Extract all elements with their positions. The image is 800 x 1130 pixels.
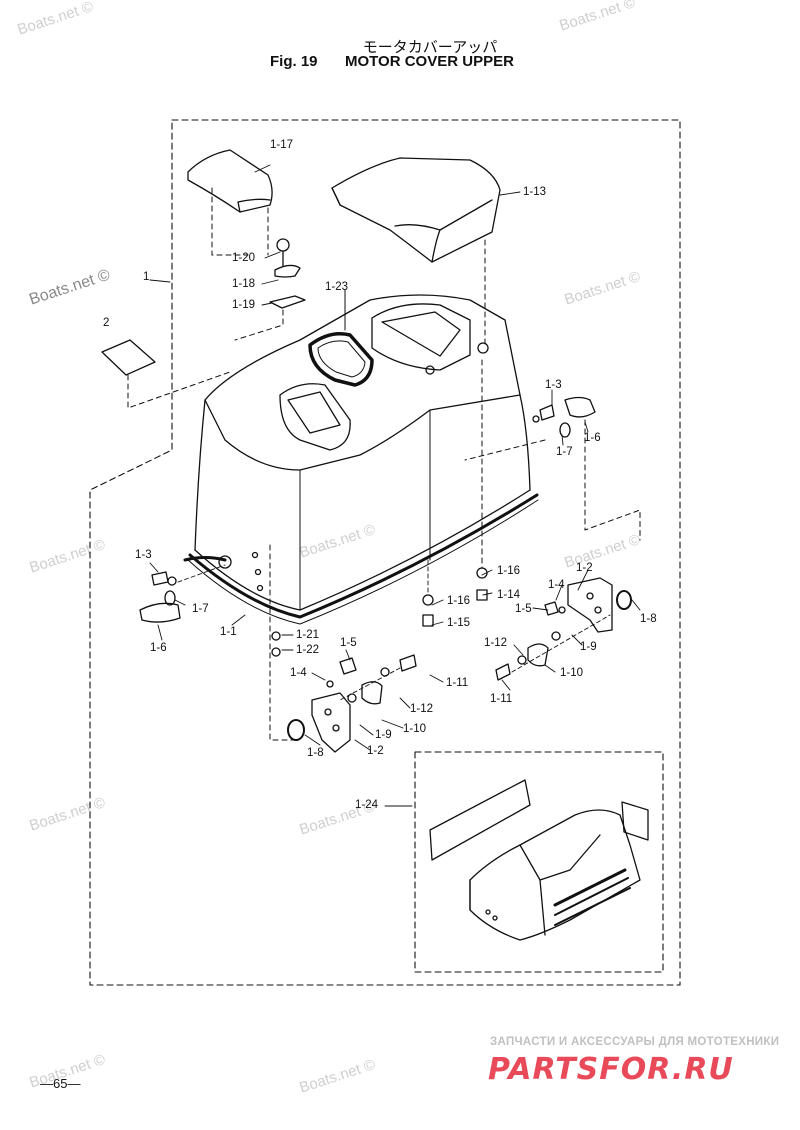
part-1-24-decal-set: [429, 779, 649, 941]
callout-1-2-right: 1-2: [576, 562, 593, 574]
callout-1-16-left: 1-16: [447, 595, 471, 607]
part-nut-1-22: [271, 647, 281, 657]
part-left-bolt-1-11: [399, 654, 417, 672]
callout-1-1: 1-1: [220, 626, 237, 638]
part-right-screw-1-3: [532, 404, 555, 423]
part-right-ring-1-7: [559, 422, 571, 438]
callout-1-21: 1-21: [296, 629, 320, 641]
callout-1-6-left: 1-6: [150, 642, 167, 654]
part-1-20-bolt: [276, 238, 290, 267]
footer-logo: PARTSFOR.RU: [488, 1052, 734, 1087]
callout-1-8-left: 1-8: [307, 747, 324, 759]
title-japanese: モータカバーアッパ: [362, 38, 498, 56]
callout-1-4-right: 1-4: [548, 579, 565, 591]
part-right-handle-1-6: [564, 396, 596, 418]
callout-1-3-upper: 1-3: [545, 379, 562, 391]
callout-1: 1: [143, 271, 150, 283]
part-left-nut-1-5: [339, 657, 357, 675]
callout-1-7-upper: 1-7: [556, 446, 573, 458]
part-right-bolt-1-11: [495, 663, 511, 681]
callout-2: 2: [103, 317, 110, 329]
part-right-bracket-1-2: [567, 577, 613, 633]
part-left-ring-1-7: [164, 590, 176, 606]
callout-1-16-right: 1-16: [497, 565, 521, 577]
callout-1-20: 1-20: [232, 252, 256, 264]
callout-1-13: 1-13: [523, 186, 547, 198]
callout-1-24: 1-24: [355, 799, 379, 811]
part-left-oring-1-8: [287, 719, 305, 741]
part-left-washer-1-4: [326, 680, 334, 688]
callout-1-23: 1-23: [325, 281, 349, 293]
part-right-oring-1-8: [616, 590, 632, 610]
part-1-18-clip: [274, 264, 301, 278]
part-1-23-seal: [308, 332, 374, 387]
callout-1-11-left: 1-11: [446, 677, 469, 689]
part-right-nut-1-5: [544, 601, 559, 616]
part-right-washer-1-4: [558, 606, 566, 614]
part-left-washer-1-9: [347, 693, 357, 703]
callout-1-14: 1-14: [497, 589, 521, 601]
part-1-1-cover-body: [187, 294, 539, 625]
callout-1-10-left: 1-10: [403, 723, 427, 735]
callout-1-5-left: 1-5: [340, 637, 357, 649]
part-2-decal: [101, 339, 156, 376]
callout-1-2-left: 1-2: [367, 745, 384, 757]
part-left-screw-1-3: [151, 571, 177, 586]
footer-subtitle: ЗАПЧАСТИ И АКСЕССУАРЫ ДЛЯ МОТОТЕХНИКИ: [490, 1036, 780, 1048]
callout-1-12-left: 1-12: [410, 703, 434, 715]
callout-1-4-left: 1-4: [290, 667, 307, 679]
figure-number: Fig. 19: [270, 53, 318, 70]
callout-1-12-right: 1-12: [484, 637, 508, 649]
page-number: —65—: [40, 1076, 81, 1091]
callout-1-19: 1-19: [232, 299, 256, 311]
callout-1-10-right: 1-10: [560, 667, 584, 679]
callout-1-6-upper: 1-6: [584, 432, 601, 444]
callout-1-3-left: 1-3: [135, 549, 152, 561]
part-1-19-plate: [269, 295, 306, 309]
callout-1-9-left: 1-9: [375, 729, 392, 741]
callout-1-15: 1-15: [447, 617, 471, 629]
part-1-17-panel: [187, 149, 273, 213]
part-left-clip-1-10: [361, 681, 383, 705]
callout-1-18: 1-18: [232, 278, 256, 290]
part-right-washer-1-9: [551, 631, 561, 641]
part-left-bracket-1-2: [311, 692, 351, 753]
callout-1-11-right: 1-11: [490, 693, 513, 705]
part-left-handle-1-6: [139, 602, 181, 623]
callout-1-8-right: 1-8: [640, 613, 657, 625]
part-right-clip-1-10: [527, 643, 549, 667]
part-center-bolt-1-15: [422, 594, 434, 627]
figure-title: MOTOR COVER UPPER: [345, 53, 514, 70]
callout-1-7-left: 1-7: [192, 603, 209, 615]
part-washer-1-21: [271, 631, 281, 641]
callout-1-9-right: 1-9: [580, 641, 597, 653]
callout-1-5-right: 1-5: [515, 603, 532, 615]
part-1-13-top-lid: [331, 157, 501, 263]
callout-1-17: 1-17: [270, 139, 294, 151]
callout-1-22: 1-22: [296, 644, 320, 656]
part-right-washer-1-12: [517, 655, 527, 665]
